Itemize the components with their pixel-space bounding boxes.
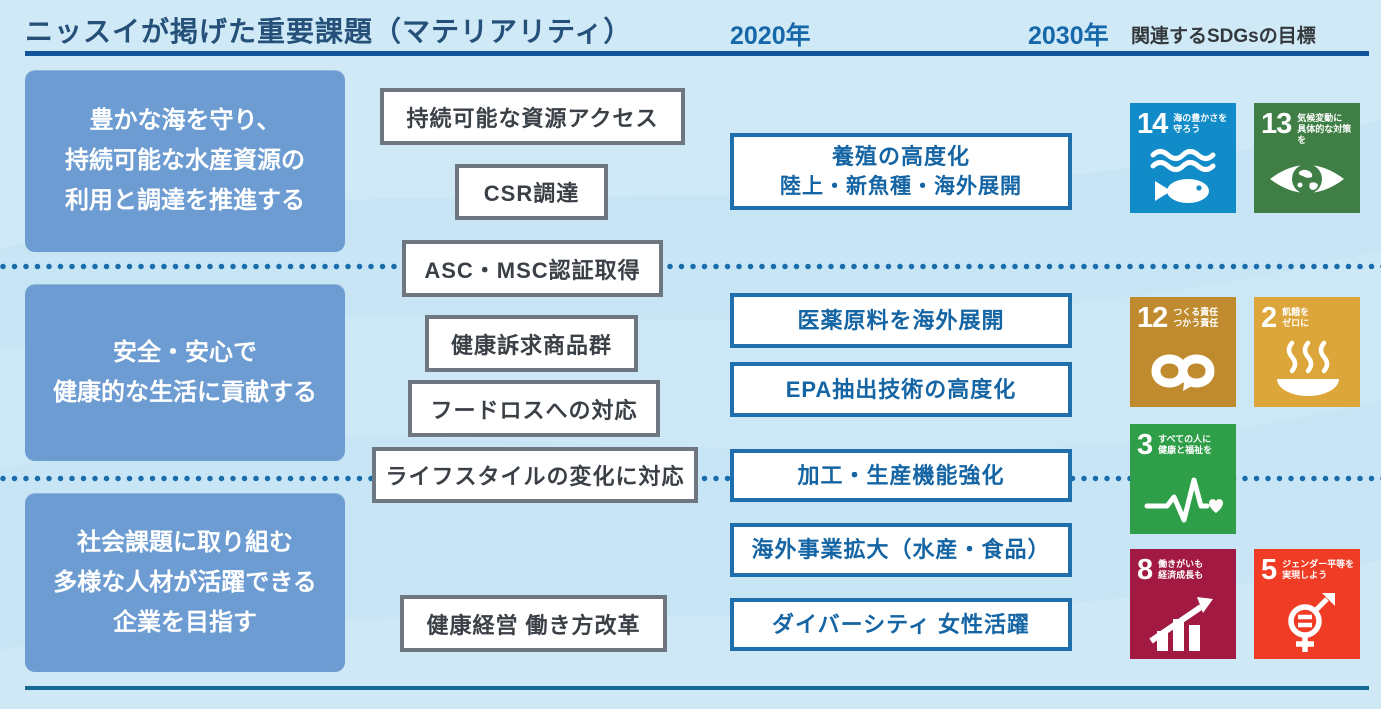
sdg-tile-14: 14 海の豊かさを守ろう [1130,103,1236,213]
item-label: 養殖の高度化 [831,143,970,169]
materiality-box-people: 社会課題に取り組む 多様な人材が活躍できる 企業を目指す [25,493,345,672]
gender-equality-icon [1288,593,1335,652]
item-label: 健康経営 働き方改革 [426,612,641,638]
column-label-sdgs: 関連するSDGsの目標 [1131,26,1316,47]
sdg-tile-2: 2 飢餓をゼロに [1254,297,1360,407]
sdg-label: すべての人に健康と福祉を [1158,434,1213,455]
item-2020-health-products: 健康訴求商品群 [425,315,638,372]
page-title: ニッスイが掲げた重要課題（マテリアリティ） [25,16,633,47]
steam-bowl-icon [1277,340,1339,396]
item-2030-processing-production: 加工・生産機能強化 [730,449,1072,502]
item-2030-overseas-expansion: 海外事業拡大（水産・食品） [730,523,1072,577]
sdg-header: 8 働きがいも経済成長も [1137,554,1232,586]
item-label: EPA抽出技術の高度化 [785,376,1017,402]
sdg-label: 働きがいも経済成長も [1158,559,1204,580]
column-label-2020: 2020年 [730,22,811,50]
item-label: 陸上・新魚種・海外展開 [780,174,1022,198]
infinity-arrow-icon [1151,354,1215,391]
growth-chart-icon [1149,597,1213,651]
item-label: CSR調達 [483,181,580,206]
sdg-label: ジェンダー平等を実現しよう [1282,559,1355,580]
eye-globe-icon [1270,164,1344,194]
item-2030-pharma-overseas: 医薬原料を海外展開 [730,293,1072,348]
item-2030-diversity: ダイバーシティ 女性活躍 [730,598,1072,651]
sdg-header: 3 すべての人に健康と福祉を [1137,429,1232,461]
item-2030-aquaculture: 養殖の高度化 陸上・新魚種・海外展開 [730,133,1072,210]
item-label: 健康訴求商品群 [450,332,612,358]
sdg-number: 3 [1137,429,1153,461]
dotted-separator-1 [0,263,1381,270]
sdg-header: 12 つくる責任つかう責任 [1137,302,1232,334]
item-label: 医薬原料を海外展開 [797,307,1005,333]
materiality-line: 持続可能な水産資源の [65,147,305,174]
footer-rule [25,686,1369,690]
sdg-tile-13: 13 気候変動に具体的な対策を [1254,103,1360,213]
sdg-number: 2 [1261,302,1277,334]
item-label: ASC・MSC認証取得 [424,257,641,283]
materiality-line: 安全・安心で [113,338,257,366]
item-2020-food-loss: フードロスへの対応 [408,380,660,437]
item-2030-epa-extraction: EPA抽出技術の高度化 [730,362,1072,417]
materiality-line: 健康的な生活に貢献する [53,378,317,406]
item-label: フードロスへの対応 [430,397,638,423]
item-2020-lifestyle-change: ライフスタイルの変化に対応 [372,447,698,503]
materiality-line: 企業を目指す [113,608,257,636]
sdg-tile-8: 8 働きがいも経済成長も [1130,549,1236,659]
sdg-header: 5 ジェンダー平等を実現しよう [1261,554,1356,586]
sdg-tile-3: 3 すべての人に健康と福祉を [1130,424,1236,534]
materiality-line: 社会課題に取り組む [77,528,293,556]
sdg-tile-5: 5 ジェンダー平等を実現しよう [1254,549,1360,659]
sdg-header: 2 飢餓をゼロに [1261,302,1356,334]
item-2020-sustainable-resource-access: 持続可能な資源アクセス [380,88,685,145]
item-2020-asc-msc-certification: ASC・MSC認証取得 [402,240,663,297]
sdg-label: つくる責任つかう責任 [1173,307,1219,328]
sdg-number: 13 [1261,108,1292,140]
heartbeat-heart-icon [1144,477,1223,523]
materiality-line: 多様な人材が活躍できる [53,568,317,596]
item-2020-csr-procurement: CSR調達 [455,164,608,220]
materiality-box-marine-resources: 豊かな海を守り、 持続可能な水産資源の 利用と調達を推進する [25,70,345,252]
sdg-number: 8 [1137,554,1153,586]
sdg-label: 海の豊かさを守ろう [1173,113,1228,134]
item-label: 加工・生産機能強化 [797,462,1005,488]
materiality-box-health: 安全・安心で 健康的な生活に貢献する [25,284,345,461]
header-rule [25,51,1369,56]
column-label-2030: 2030年 [1028,22,1109,50]
sdg-label: 気候変動に具体的な対策を [1297,113,1352,145]
waves-fish-icon [1150,149,1216,203]
sdg-number: 14 [1137,108,1168,140]
sdg-number: 12 [1137,302,1168,334]
sdg-number: 5 [1261,554,1277,586]
item-label: 持続可能な資源アクセス [406,105,659,131]
item-label: ダイバーシティ 女性活躍 [772,611,1030,637]
sdg-tile-12: 12 つくる責任つかう責任 [1130,297,1236,407]
materiality-line: 利用と調達を推進する [65,187,305,214]
item-label: 海外事業拡大（水産・食品） [751,537,1051,562]
sdg-header: 14 海の豊かさを守ろう [1137,108,1232,140]
item-label: ライフスタイルの変化に対応 [385,464,685,489]
sdg-header: 13 気候変動に具体的な対策を [1261,110,1356,146]
materiality-line: 豊かな海を守り、 [89,107,281,134]
sdg-label: 飢餓をゼロに [1282,307,1310,328]
item-2020-health-management: 健康経営 働き方改革 [400,595,667,652]
